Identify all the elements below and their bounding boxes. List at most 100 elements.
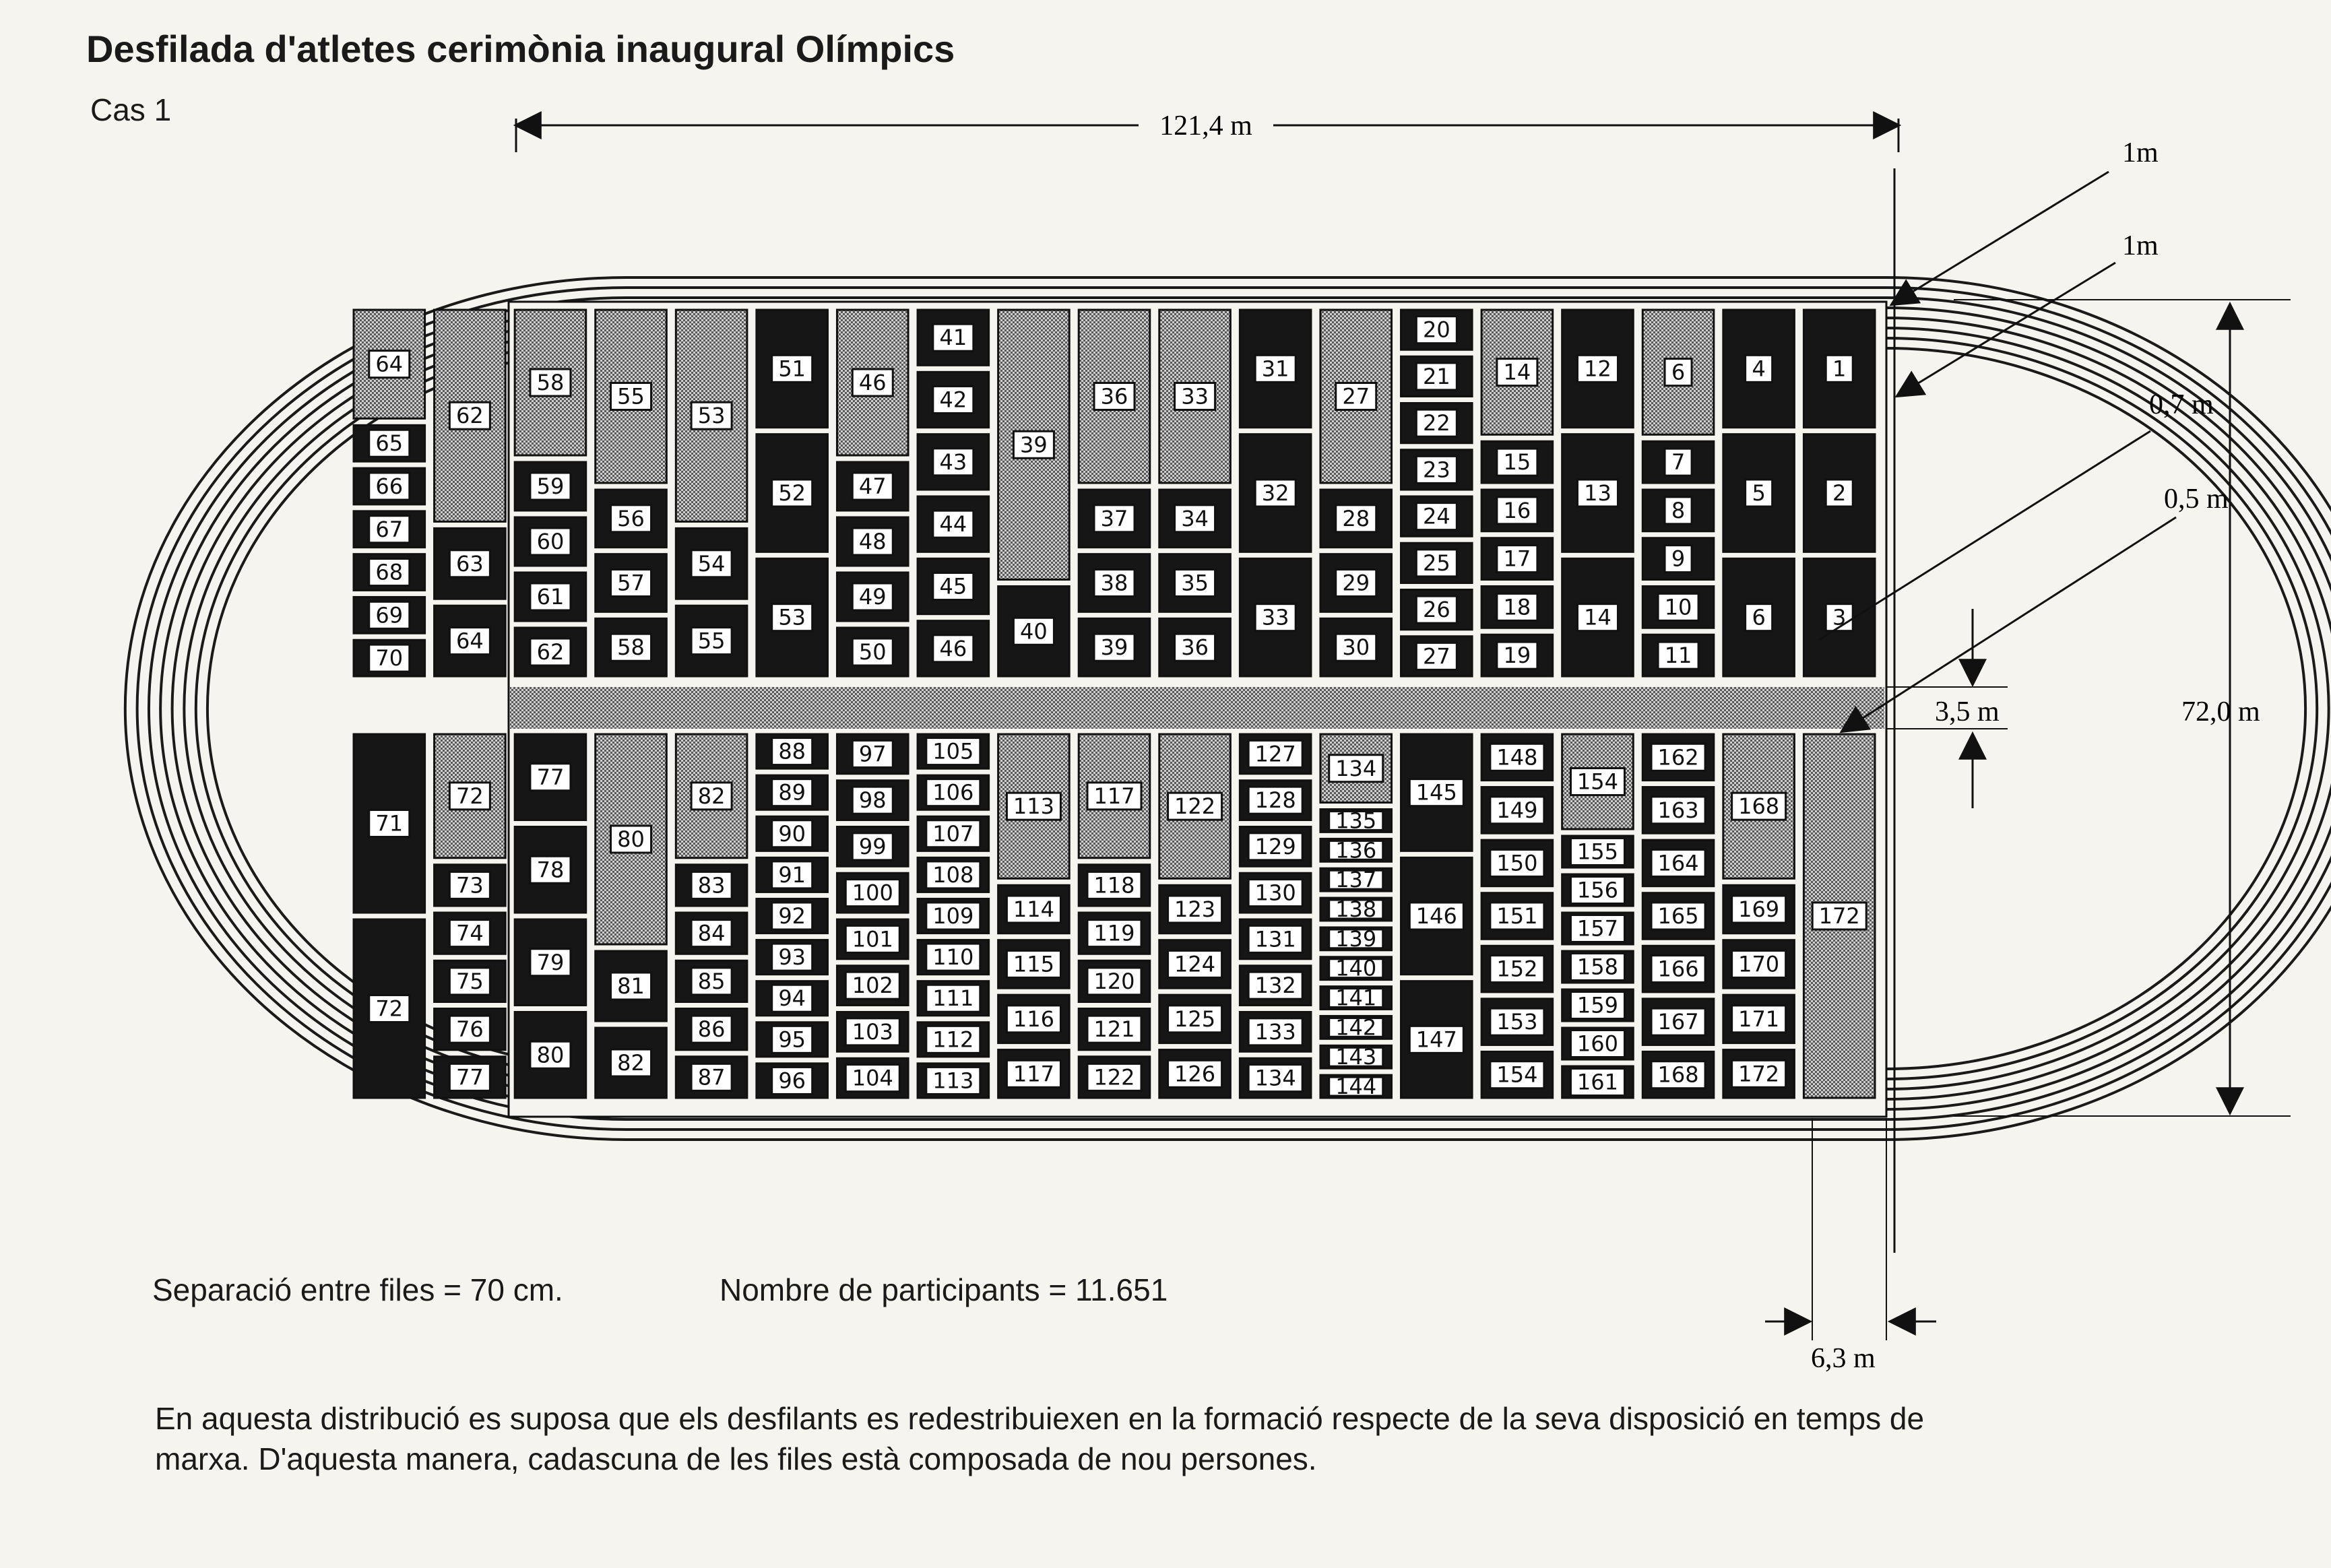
block-label-box [1335, 504, 1378, 533]
block-label-box [1744, 478, 1774, 508]
formation-block: 132 [1238, 965, 1312, 1006]
block-label-box [1005, 894, 1062, 924]
block-label-box [448, 781, 491, 811]
block-number: 129 [1255, 834, 1296, 859]
block-label-box [1408, 901, 1465, 931]
block-number: 145 [1416, 780, 1457, 806]
block-number: 9 [1671, 546, 1685, 572]
block-number: 86 [698, 1016, 726, 1042]
edge-label: 6,3 m [1811, 1343, 1876, 1374]
block-number: 18 [1504, 594, 1531, 620]
block-number: 109 [932, 903, 973, 929]
block-label-box [448, 870, 491, 900]
block-label-box [1005, 791, 1062, 821]
block-label-box [1489, 1007, 1545, 1037]
block-number: 62 [537, 639, 565, 665]
formation-block: 71 [352, 733, 426, 914]
block-label-box [529, 368, 572, 397]
block-label-box [1328, 987, 1384, 1008]
formation-block: 153 [1480, 998, 1554, 1046]
formation-block: 172 [1722, 1049, 1795, 1099]
block-number: 2 [1832, 480, 1846, 506]
formation-block: 60 [513, 516, 587, 567]
block-number: 126 [1174, 1061, 1215, 1086]
block-number: 79 [537, 950, 565, 975]
formation-block: 107 [916, 815, 990, 852]
block-number: 91 [778, 862, 806, 888]
block-label-box [932, 572, 975, 601]
block-label-box [368, 994, 411, 1023]
formation-block: 9 [1641, 537, 1715, 581]
block-label-box [1328, 839, 1384, 861]
formation-block: 139 [1319, 926, 1393, 952]
block-number: 139 [1335, 926, 1376, 952]
block-label-box [1489, 1060, 1545, 1090]
block-label-box [771, 737, 814, 766]
block-label-box [1247, 1017, 1304, 1047]
block-label-box [529, 527, 572, 556]
formation-block: 82 [674, 733, 748, 859]
lane-callouts: 1m 1m 0,7 m 0,5 m [1818, 137, 2229, 733]
block-label-box [1415, 641, 1458, 671]
block-number: 13 [1584, 480, 1611, 506]
block-number: 128 [1255, 787, 1296, 813]
block-number: 94 [778, 985, 806, 1011]
block-number: 168 [1658, 1062, 1699, 1088]
block-number: 53 [698, 403, 726, 428]
formation-block: 109 [916, 897, 990, 935]
block-label-box [1247, 971, 1304, 1000]
block-label-box [1012, 430, 1055, 459]
formation-block: 150 [1480, 839, 1554, 888]
block-label-box [610, 632, 653, 662]
block-number: 93 [778, 944, 806, 970]
block-label-box [368, 809, 411, 838]
formation-block: 11 [1641, 633, 1715, 678]
formation-block: 14 [1561, 557, 1634, 678]
block-label-box [1489, 795, 1545, 825]
block-number: 47 [859, 473, 887, 499]
formation-block: 83 [674, 863, 748, 907]
formation-block: 155 [1561, 835, 1634, 869]
block-number: 35 [1181, 570, 1209, 596]
formation-block: 50 [835, 626, 909, 678]
formation-block: 54 [674, 527, 748, 600]
block-label-box [690, 967, 733, 996]
formation-block: 21 [1400, 355, 1473, 397]
formation-block: 98 [835, 779, 909, 821]
block-label-box [1086, 919, 1143, 948]
block-number: 162 [1658, 744, 1699, 770]
block-label-box [771, 860, 814, 890]
block-label-box [529, 1040, 572, 1070]
block-number: 170 [1738, 951, 1779, 977]
block-label-box [771, 478, 814, 508]
block-label-box [448, 967, 491, 996]
width-dimension: 72,0 m [1954, 299, 2291, 1117]
formation-block: 123 [1158, 884, 1232, 935]
block-label-box [610, 824, 653, 854]
block-number: 140 [1335, 956, 1376, 981]
formation-block: 136 [1319, 837, 1393, 863]
block-number: 19 [1504, 643, 1531, 668]
block-number: 33 [1181, 384, 1209, 410]
formation-block: 10 [1641, 585, 1715, 629]
formation-block: 64 [433, 604, 507, 678]
block-label-box [1650, 954, 1706, 984]
block-number: 103 [852, 1019, 893, 1045]
block-number: 121 [1093, 1016, 1135, 1042]
formation-block: 145 [1400, 733, 1473, 852]
block-label-box [1328, 754, 1384, 783]
block-label-box [1408, 1024, 1465, 1054]
formation-block: 58 [594, 617, 668, 678]
block-number: 73 [456, 872, 484, 898]
formation-block: 81 [594, 950, 668, 1022]
formation-block: 134 [1319, 733, 1393, 804]
block-number: 46 [939, 636, 967, 661]
gap05-label: 0,5 m [2164, 484, 2229, 515]
formation-block: 104 [835, 1057, 909, 1099]
formation-block: 73 [433, 863, 507, 907]
block-label-box [1167, 1004, 1223, 1034]
block-label-box [1093, 632, 1136, 662]
block-label-box [368, 350, 411, 379]
block-number: 32 [1262, 480, 1289, 506]
